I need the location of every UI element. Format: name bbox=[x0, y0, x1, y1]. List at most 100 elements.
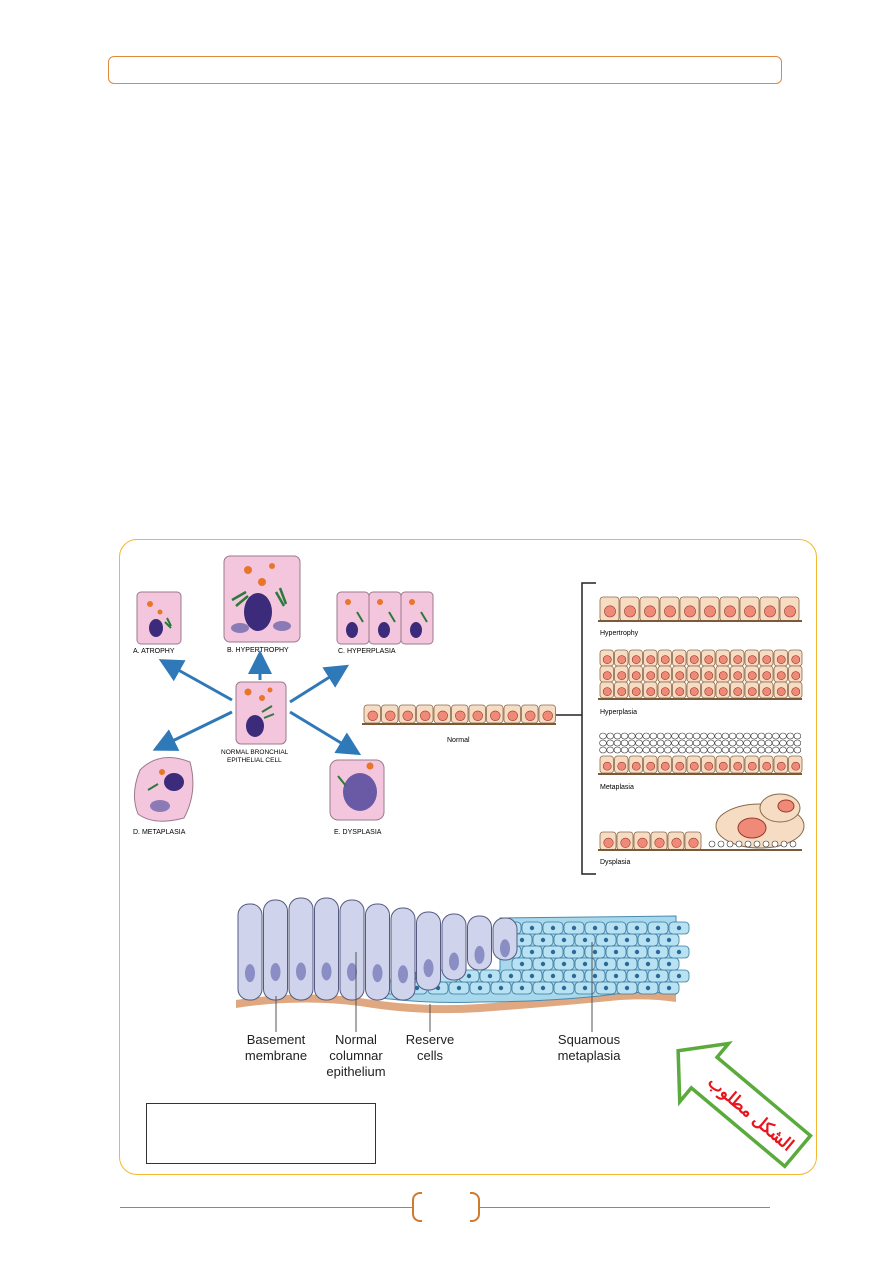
squamous-nucleus bbox=[519, 961, 525, 967]
label-normal-row: Normal bbox=[447, 737, 470, 744]
columnar-nucleus bbox=[270, 963, 281, 981]
label-normal-columnar-3: epithelium bbox=[326, 1064, 385, 1079]
squamous-nucleus bbox=[666, 961, 672, 967]
cell-nucleus bbox=[704, 605, 716, 618]
squamous-cell bbox=[786, 746, 794, 754]
cell-nucleus bbox=[602, 761, 612, 771]
cell-nucleus bbox=[718, 655, 728, 664]
columnar-cell bbox=[441, 913, 467, 981]
hypertrophy-cell bbox=[223, 555, 301, 643]
cell-nucleus bbox=[602, 687, 612, 696]
squamous-nucleus bbox=[561, 985, 567, 991]
squamous-cell bbox=[743, 732, 751, 740]
squamous-nucleus bbox=[466, 973, 472, 979]
metaplasia-row bbox=[599, 732, 803, 774]
squamous-nucleus bbox=[592, 925, 598, 931]
cell-nucleus bbox=[733, 761, 743, 771]
cell-nucleus bbox=[689, 687, 699, 696]
cell-nucleus bbox=[525, 710, 536, 721]
cell-nucleus bbox=[747, 671, 757, 680]
squamous-cell bbox=[736, 746, 744, 754]
squamous-cell bbox=[620, 732, 629, 740]
cell-nucleus bbox=[660, 655, 670, 664]
squamous-cell bbox=[779, 746, 787, 754]
squamous-nucleus bbox=[676, 949, 682, 955]
squamous-cell bbox=[635, 732, 643, 740]
cell-adaptation-diagram: A. ATROPHY B. HYPERTROPHY C. HYPER bbox=[133, 555, 434, 836]
normal-bronchial-cell bbox=[235, 681, 287, 745]
columnar-cell bbox=[492, 917, 518, 961]
squamous-cell bbox=[728, 732, 737, 740]
squamous-cell bbox=[721, 746, 730, 754]
columnar-cell bbox=[339, 899, 365, 1001]
squamous-cell bbox=[771, 840, 779, 848]
squamous-cell bbox=[721, 732, 730, 740]
label-normal-columnar-2: columnar bbox=[329, 1048, 383, 1063]
cell-nucleus bbox=[747, 687, 757, 696]
columnar-cells bbox=[237, 897, 518, 1001]
cell-nucleus bbox=[660, 687, 670, 696]
squamous-nucleus bbox=[634, 973, 640, 979]
squamous-cell bbox=[642, 746, 650, 754]
squamous-cell bbox=[685, 739, 694, 747]
squamous-nucleus bbox=[582, 937, 588, 943]
squamous-nucleus bbox=[592, 949, 598, 955]
squamous-nucleus bbox=[645, 961, 651, 967]
empty-answer-box bbox=[146, 1103, 376, 1164]
squamous-cell bbox=[685, 732, 694, 740]
cell-nucleus bbox=[367, 710, 378, 721]
squamous-nucleus bbox=[634, 949, 640, 955]
cell-nucleus bbox=[660, 671, 670, 680]
squamous-cell bbox=[772, 739, 780, 747]
cell-nucleus bbox=[733, 687, 743, 696]
cell-nucleus bbox=[791, 671, 801, 680]
cell-nucleus bbox=[762, 655, 772, 664]
columnar-cell bbox=[416, 911, 441, 991]
squamous-cell bbox=[628, 739, 636, 747]
squamous-cell bbox=[707, 739, 715, 747]
squamous-nucleus bbox=[603, 985, 609, 991]
page-bracket-right bbox=[470, 1192, 480, 1222]
cell-nucleus bbox=[664, 605, 676, 618]
squamous-cell bbox=[707, 732, 715, 740]
squamous-nucleus bbox=[666, 937, 672, 943]
squamous-nucleus bbox=[561, 961, 567, 967]
cell-nucleus bbox=[542, 710, 553, 721]
label-hyperplasia: C. HYPERPLASIA bbox=[338, 648, 396, 655]
cell-nucleus bbox=[704, 655, 714, 664]
squamous-cell bbox=[628, 746, 636, 754]
cell-nucleus bbox=[718, 761, 728, 771]
cell-nucleus bbox=[764, 605, 776, 618]
cell-nucleus bbox=[646, 655, 656, 664]
label-metaplasia-row: Metaplasia bbox=[600, 784, 634, 791]
cell-nucleus bbox=[744, 605, 756, 618]
cell-nucleus bbox=[747, 655, 757, 664]
squamous-cell bbox=[714, 746, 722, 754]
cell-nucleus bbox=[784, 605, 796, 618]
cell-nucleus bbox=[704, 687, 714, 696]
squamous-nucleus bbox=[676, 973, 682, 979]
cell-nucleus bbox=[791, 761, 801, 771]
cell-nucleus bbox=[617, 671, 627, 680]
hyperplasia-cells bbox=[336, 591, 434, 645]
label-reserve-1: Reserve bbox=[406, 1032, 454, 1047]
squamous-nucleus bbox=[582, 961, 588, 967]
label-basement-1: Basement bbox=[247, 1032, 306, 1047]
cell-nucleus bbox=[675, 761, 685, 771]
cell-nucleus bbox=[733, 655, 743, 664]
squamous-cell bbox=[728, 739, 737, 747]
squamous-cell bbox=[628, 732, 636, 740]
hyperplasia-row bbox=[599, 649, 803, 699]
epithelium-rows-diagram: Normal Hypertrophy Hyperplasia Metaplasi… bbox=[362, 582, 805, 875]
columnar-cell bbox=[467, 915, 492, 971]
squamous-cell bbox=[656, 732, 665, 740]
squamous-nucleus bbox=[571, 925, 577, 931]
squamous-cell bbox=[736, 732, 744, 740]
squamous-cell bbox=[678, 739, 686, 747]
squamous-nucleus bbox=[571, 973, 577, 979]
label-normal-line2: EPITHELIAL CELL bbox=[227, 757, 282, 764]
cell-nucleus bbox=[490, 710, 501, 721]
squamous-cell bbox=[757, 739, 766, 747]
squamous-cell bbox=[599, 732, 607, 740]
label-hypertrophy: B. HYPERTROPHY bbox=[227, 647, 289, 654]
